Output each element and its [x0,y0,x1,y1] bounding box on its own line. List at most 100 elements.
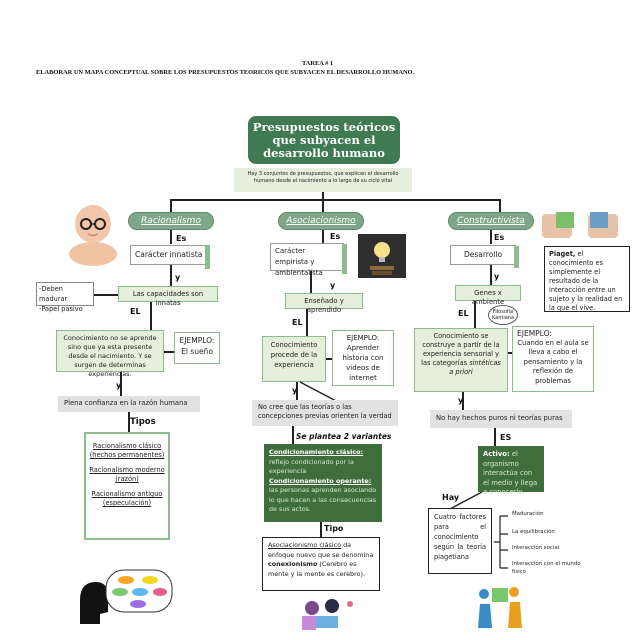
thinking-head-icon [80,569,173,624]
connector [499,199,501,213]
racionalismo-confianza: Plena confianza en la razón humana [58,396,200,412]
activo-text: el organismo interactúa con el medio y l… [483,450,538,496]
condicionamiento-operante-text: las personas aprenden asociando lo que h… [269,486,377,513]
connector [490,230,492,244]
asociacionismo-ejemplo: EJEMPLO: Aprender historia con videos de… [332,330,394,386]
connector [120,372,122,396]
decorative-bar [514,246,519,268]
connector [292,426,294,444]
lightbulb-books-image [358,234,406,278]
puzzle-people-image [478,587,522,628]
connector [310,271,312,293]
tipo-text-1: da enfoque nuevo que se denomina [268,541,374,559]
connector [490,265,492,285]
connector [296,382,298,400]
asociacionismo-tipo-label: Tipo [324,524,344,533]
connector [170,199,500,201]
connector [322,199,324,213]
side-note-1: -Deben madurar [39,285,68,303]
decorative-bar [205,245,210,269]
piaget-box: Piaget, el conocimiento es simplemente e… [544,246,630,312]
assignment-number: TAREA # 1 [302,60,334,67]
racionalismo-el: EL [130,307,141,316]
connector [306,309,308,337]
ejemplo-title: EJEMPLO: [346,334,380,342]
asociacionismo-y2: y [292,386,298,395]
decorative-bar [342,244,347,274]
racionalismo-es: Es [176,234,187,243]
ejemplo-title: EJEMPLO: [179,336,215,345]
constructivista-ejemplo: EJEMPLO: Cuando en el aula se lleva a ca… [512,326,594,392]
factor-item: Interacción social [512,545,560,551]
racionalismo-heading: Racionalismo [128,212,214,230]
main-subtitle: Hay 3 conjuntos de presupuestos, que exp… [234,168,412,192]
condicionamiento-operante-label: Condicionamiento operante: [269,476,372,485]
constructivista-es2: ES [500,433,512,442]
connector [322,230,324,244]
constructivista-genes: Genes x ambiente [455,285,521,306]
racionalismo-concepto: Conocimiento no se aprende sino que ya e… [56,330,164,378]
connector [447,491,483,511]
puzzle-hands-image [542,212,618,238]
condicionamiento-clasico-text: reflejo condicionado por la experiencia [269,457,354,476]
connector [322,192,324,200]
ejemplo-text: Aprender historia con videos de internet [342,344,384,382]
connector [170,265,172,287]
ejemplo-title: EJEMPLO: [517,329,552,338]
tipo-bold: conexionismo [268,560,318,568]
connector [299,381,339,403]
racionalismo-capacidades: Las capacidades son innatas [118,286,218,307]
asociacionismo-heading: Asociacionismo [278,212,364,230]
constructivista-activo: Activo: el organismo interactúa con el m… [478,446,544,496]
connector [170,230,172,244]
tipo-item: Racionalismo clásico (hechos permanentes… [89,442,165,459]
constructivista-y1: y [494,272,500,281]
asociacionismo-ensenado: Enseñado y aprendido [285,293,363,314]
connector [94,294,118,296]
asociacionismo-tipo-box: Asociacionismo clásico da enfoque nuevo … [262,537,380,591]
constructivista-y2: y [458,396,464,405]
tipo-item: Racionalismo antiguo (especulación) [91,490,163,507]
concepto-text: Conocimiento se construye a partir de la… [421,332,500,367]
filosofia-kantiana-bubble: Filosofía Kantiana [488,305,518,325]
asociacionismo-y1: y [330,281,336,290]
baby-with-glasses-image [69,205,117,266]
factor-item: La equilibración [512,529,555,535]
tipo-label: Asociacionismo clásico [268,541,342,549]
tipo-text-2: (Cerebro es mente y la mente es cerebro)… [268,560,366,578]
factor-item: Interacción con el mundo físico [512,561,581,575]
connector [320,522,322,538]
connector [462,392,464,410]
racionalismo-tipos-label: Tipos [130,417,156,427]
ejemplo-text: Cuando en el aula se lleva a cabo el pen… [517,338,589,385]
connector [326,358,334,360]
ejemplo-text: El sueño [181,347,213,356]
constructivista-el: EL [458,309,469,318]
constructivista-es: Es [494,233,505,242]
main-title: Presupuestos teóricos que subyacen el de… [248,116,400,164]
piaget-name: Piaget, [549,250,576,258]
students-laptop-image [302,599,353,630]
asociacionismo-variantes-box: Condicionamiento clásico: reflejo condic… [264,444,382,522]
factor-item: Maduración [512,511,544,517]
asociacionismo-el: EL [292,318,303,327]
factores-brace [494,515,508,569]
racionalismo-y1: y [175,273,181,282]
asociacionismo-concepto: Conocimiento procede de la experiencia [262,336,326,382]
racionalismo-side-notes: -Deben madurar -Papel pasivo [36,282,94,313]
factores-list: Maduración La equilibración Interacción … [512,510,582,576]
asociacionismo-caracter: Carácter empirista y ambientalista [270,243,344,277]
condicionamiento-clasico-label: Condicionamiento clásico: [269,448,364,456]
asociacionismo-variantes: Se plantea 2 variantes [296,432,392,441]
constructivista-no-hay: No hay hechos puros ni teorías puras [430,410,572,428]
concepto-italic: sintéticas a priori [449,359,501,376]
racionalismo-ejemplo: EJEMPLO: El sueño [174,332,220,364]
racionalismo-tipos-list: Racionalismo clásico (hechos permanentes… [84,432,170,540]
asociacionismo-es: Es [330,232,341,241]
connector [170,199,172,213]
asociacionismo-no-cree: No cree que las teorías o las concepcion… [252,400,398,426]
tipo-item: Racionalismo moderno (razón) [89,466,165,483]
constructivista-concepto: Conocimiento se construye a partir de la… [414,328,508,392]
racionalismo-y2: y [116,381,122,390]
piaget-text: el conocimiento es simplemente el result… [549,250,623,312]
